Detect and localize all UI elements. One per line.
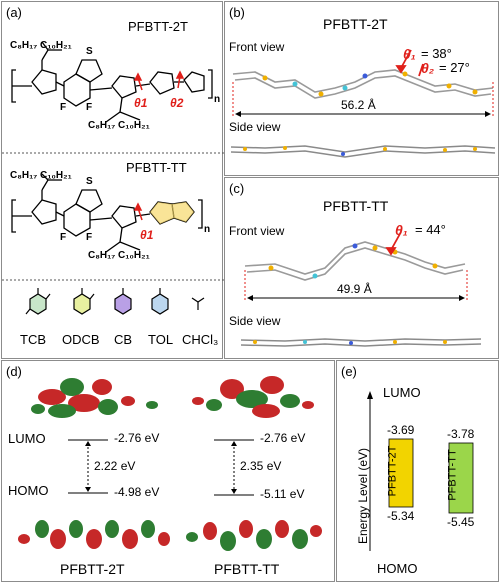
panel-c: (c) PFBTT-TT Front view Side view bbox=[224, 177, 499, 359]
theta1-label-a: θ1 bbox=[134, 96, 148, 110]
left-name-d: PFBTT-2T bbox=[60, 561, 125, 577]
length-b: 56.2 Å bbox=[341, 98, 376, 112]
poly1-name: PFBTT-2T bbox=[128, 19, 188, 34]
theta2-label-a: θ2 bbox=[170, 96, 184, 110]
energy-chart bbox=[367, 391, 474, 551]
right-lumo-value: -2.76 eV bbox=[260, 431, 306, 445]
solvent-ring-tol bbox=[151, 293, 169, 315]
solvent-chcl3: CHCl₃ bbox=[182, 332, 219, 347]
solvent-tol: TOL bbox=[148, 332, 174, 347]
length-c: 49.9 Å bbox=[337, 282, 372, 296]
homo-label-e: HOMO bbox=[377, 561, 418, 576]
panel-e: (e) LUMO HOMO Energy Level (eV) -3.69 -5… bbox=[336, 360, 499, 582]
solvent-tcb: TCB bbox=[20, 332, 46, 347]
homo-label-d: HOMO bbox=[8, 483, 49, 498]
panel-c-title: PFBTT-TT bbox=[323, 198, 389, 214]
side-view-c: Side view bbox=[229, 314, 281, 328]
theta1-label-a2: θ1 bbox=[140, 228, 154, 242]
front-view-c: Front view bbox=[229, 224, 285, 238]
repeat-n-1: n bbox=[214, 94, 221, 105]
atom-s-2: S bbox=[86, 176, 93, 187]
theta2-b-value: = 27° bbox=[439, 60, 470, 75]
panel-b-title: PFBTT-2T bbox=[323, 16, 388, 32]
panel-b-label: (b) bbox=[229, 5, 245, 20]
pfbtt-2t-geometry bbox=[230, 49, 496, 158]
bar-pfbtt-tt bbox=[448, 442, 474, 514]
solvent-cb: CB bbox=[114, 332, 133, 347]
atom-f-4: F bbox=[86, 232, 93, 243]
solvent-ring-odcb bbox=[73, 293, 91, 315]
right-gap-value: 2.35 eV bbox=[240, 459, 282, 473]
lumo-label-d: LUMO bbox=[8, 431, 46, 446]
panel-d: (d) bbox=[1, 360, 335, 582]
panel-e-label: (e) bbox=[341, 364, 357, 379]
right-name-d: PFBTT-TT bbox=[214, 561, 280, 577]
poly2-name: PFBTT-TT bbox=[126, 160, 187, 175]
left-lumo-value: -2.76 eV bbox=[114, 431, 160, 445]
solvent-odcb: ODCB bbox=[62, 332, 100, 347]
panel-a-label: (a) bbox=[6, 5, 22, 20]
orbital-diagram bbox=[18, 376, 322, 551]
atom-f-3: F bbox=[60, 232, 67, 243]
atom-f-1: F bbox=[60, 102, 67, 113]
panel-d-label: (d) bbox=[6, 364, 22, 379]
side-chain-4: C₈H₁₇ C₁₀H₂₁ bbox=[88, 250, 150, 261]
left-gap-value: 2.22 eV bbox=[94, 459, 136, 473]
bar1-top-value: -3.69 bbox=[387, 423, 415, 437]
atom-f-2: F bbox=[86, 102, 93, 113]
theta2-b: θ₂ bbox=[421, 60, 435, 76]
solvent-ring-tcb bbox=[29, 293, 47, 315]
pfbtt-tt-geometry bbox=[240, 231, 482, 347]
theta1-b: θ₁ bbox=[403, 46, 416, 62]
theta1-c-value: = 44° bbox=[415, 222, 446, 237]
pfbtt-2t-structure bbox=[2, 41, 224, 315]
front-view-b: Front view bbox=[229, 40, 285, 54]
theta1-b-value: = 38° bbox=[421, 46, 452, 61]
panel-b: (b) PFBTT-2T Front view Side view bbox=[224, 1, 499, 176]
panel-a: (a) PFBTT-2T bbox=[1, 1, 224, 359]
solvent-ring-cb bbox=[114, 293, 132, 315]
bar-pfbtt-2t bbox=[388, 438, 414, 508]
bar2-top-value: -3.78 bbox=[447, 427, 475, 441]
right-homo-value: -5.11 eV bbox=[260, 487, 305, 501]
side-view-b: Side view bbox=[229, 120, 281, 134]
bar2-bottom-value: -5.45 bbox=[447, 515, 475, 529]
left-homo-value: -4.98 eV bbox=[114, 485, 160, 499]
panel-c-label: (c) bbox=[229, 181, 245, 196]
bar1-bottom-value: -5.34 bbox=[387, 509, 415, 523]
lumo-label-e: LUMO bbox=[383, 385, 421, 400]
side-chain-2: C₈H₁₇ C₁₀H₂₁ bbox=[88, 120, 150, 131]
atom-s-1: S bbox=[86, 46, 93, 57]
side-chain-1: C₈H₁₇ C₁₀H₂₁ bbox=[10, 40, 72, 51]
theta1-c: θ₁ bbox=[395, 222, 408, 238]
bar2-name: PFBTT-TT bbox=[446, 449, 459, 501]
bar1-name: PFBTT-2T bbox=[386, 445, 399, 497]
side-chain-3: C₈H₁₇ C₁₀H₂₁ bbox=[10, 170, 72, 181]
repeat-n-2: n bbox=[204, 224, 211, 235]
